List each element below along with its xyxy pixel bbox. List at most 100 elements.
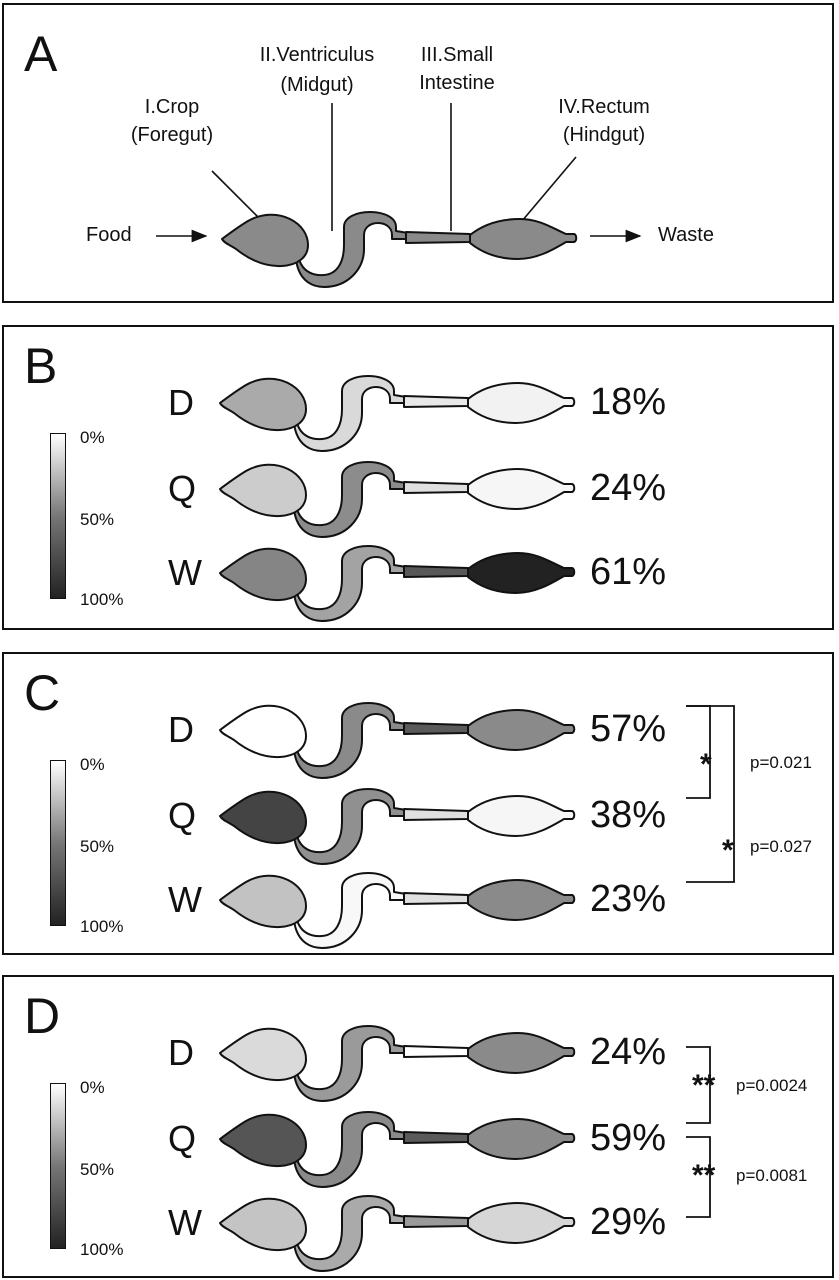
row-label: W	[168, 552, 202, 593]
row-label: D	[168, 1032, 194, 1073]
gut-diagram	[219, 788, 576, 865]
ventriculus-segment	[294, 211, 409, 288]
ventriculus-segment	[292, 1025, 407, 1102]
rectum-segment	[467, 879, 576, 921]
crop-segment	[219, 1197, 307, 1252]
gut-diagram	[219, 872, 576, 949]
row-percentage: 57%	[590, 708, 667, 750]
panel-letter: D	[24, 988, 61, 1044]
small-intestine-segment	[403, 1215, 469, 1228]
row-label: D	[168, 382, 194, 423]
crop-segment	[219, 704, 307, 759]
gut-diagram	[219, 461, 576, 538]
row-percentage: 59%	[590, 1117, 667, 1159]
ventriculus-segment	[292, 702, 407, 779]
crop-segment	[219, 874, 307, 929]
rectum-label-line1: IV.Rectum	[558, 96, 650, 118]
colorbar-tick-label: 100%	[80, 590, 124, 609]
ventriculus-segment	[292, 461, 407, 538]
significance-stars: **	[692, 1069, 716, 1102]
colorbar-tick-label: 50%	[80, 837, 115, 856]
row-percentage: 38%	[590, 794, 667, 836]
colorbar-tick-label: 0%	[80, 428, 105, 447]
row-percentage: 23%	[590, 878, 667, 920]
row-percentage: 29%	[590, 1201, 667, 1243]
small-intestine-segment	[403, 395, 469, 408]
colorbar	[50, 1083, 66, 1249]
significance-stars: **	[692, 1159, 716, 1192]
ventriculus-segment	[292, 1111, 407, 1188]
rectum-segment	[469, 218, 578, 260]
colorbar-tick-label: 0%	[80, 1078, 105, 1097]
rectum-segment	[467, 552, 576, 594]
small-intestine-segment	[403, 565, 469, 578]
p-value-label: p=0.0081	[736, 1166, 808, 1185]
colorbar	[50, 760, 66, 926]
colorbar-tick-label: 0%	[80, 755, 105, 774]
small-intestine-segment	[403, 892, 469, 905]
ventriculus-label-line1: II.Ventriculus	[259, 44, 375, 66]
rectum-segment	[467, 382, 576, 424]
small-intestine-segment	[403, 1131, 469, 1144]
small-intestine-label-line1: III.Small	[420, 44, 494, 66]
crop-segment	[219, 377, 307, 432]
row-percentage: 61%	[590, 551, 667, 593]
rectum-segment	[467, 1118, 576, 1160]
crop-segment	[219, 1027, 307, 1082]
ventriculus-segment	[292, 1195, 407, 1272]
crop-segment	[219, 790, 307, 845]
ventriculus-segment	[292, 788, 407, 865]
panel-a-letter: A	[24, 26, 58, 82]
gut-diagram	[219, 702, 576, 779]
gut-diagram	[221, 211, 578, 288]
colorbar-tick-label: 100%	[80, 917, 124, 936]
colorbar-tick-label: 50%	[80, 510, 115, 529]
panel-d: D 0% 50% 100% D 24% Q 59% W 29% ** p=0.0024 *…	[2, 975, 834, 1278]
rectum-segment	[467, 1202, 576, 1244]
significance-stars: *	[722, 834, 734, 867]
crop-label-line1: I.Crop	[144, 96, 200, 118]
row-label: Q	[168, 468, 197, 509]
food-label: Food	[86, 224, 132, 246]
colorbar-tick-label: 50%	[80, 1160, 115, 1179]
ventriculus-segment	[292, 545, 407, 622]
gut-diagram	[219, 1195, 576, 1272]
small-intestine-segment	[405, 231, 471, 244]
panel-a: A I.Crop (Foregut) II.Ventriculus (Midgu…	[2, 3, 834, 303]
gut-diagram	[219, 1025, 576, 1102]
p-value-label: p=0.0024	[736, 1076, 808, 1095]
panel-letter: B	[24, 338, 58, 394]
crop-segment	[219, 547, 307, 602]
row-percentage: 24%	[590, 1031, 667, 1073]
rectum-segment	[467, 795, 576, 837]
colorbar	[50, 433, 66, 599]
row-label: Q	[168, 795, 197, 836]
row-label: W	[168, 1202, 202, 1243]
crop-segment	[221, 213, 309, 268]
gut-diagram	[219, 545, 576, 622]
crop-label-line2: (Foregut)	[130, 124, 214, 146]
small-intestine-segment	[403, 481, 469, 494]
row-label: Q	[168, 1118, 197, 1159]
rectum-segment	[467, 468, 576, 510]
row-label: D	[168, 709, 194, 750]
row-label: W	[168, 879, 202, 920]
gut-diagram	[219, 375, 576, 452]
ventriculus-segment	[292, 375, 407, 452]
rectum-segment	[467, 1032, 576, 1074]
ventriculus-label-line2: (Midgut)	[280, 74, 354, 96]
ventriculus-segment	[292, 872, 407, 949]
row-percentage: 18%	[590, 381, 667, 423]
p-value-label: p=0.021	[750, 753, 812, 772]
colorbar-tick-label: 100%	[80, 1240, 124, 1259]
small-intestine-label-line2: Intestine	[419, 72, 495, 94]
waste-label: Waste	[658, 224, 714, 246]
rectum-segment	[467, 709, 576, 751]
crop-segment	[219, 463, 307, 518]
p-value-label: p=0.027	[750, 837, 812, 856]
small-intestine-segment	[403, 722, 469, 735]
small-intestine-segment	[403, 1045, 469, 1058]
gut-diagram	[219, 1111, 576, 1188]
